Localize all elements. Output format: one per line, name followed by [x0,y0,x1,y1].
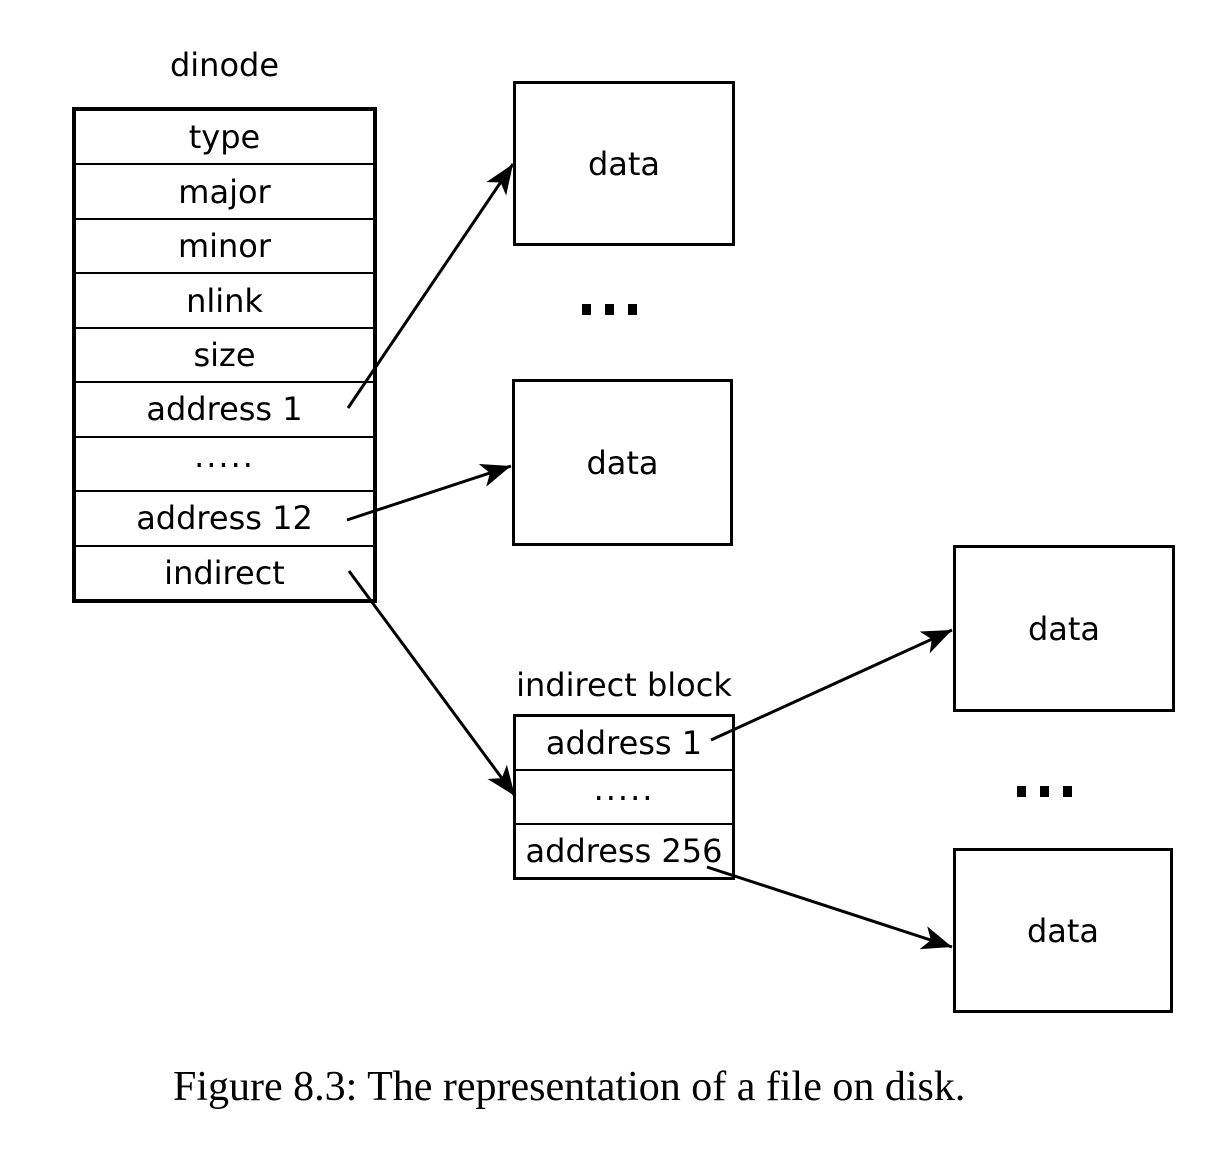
dinode-row-address-12: address 12 [76,490,373,544]
ellipsis-icon [1017,786,1072,797]
indirect-row-address-256: address 256 [516,823,732,877]
indirect-block-table: address 1 ..... address 256 [513,714,735,880]
dinode-row-dots: ..... [76,435,373,490]
data-block-2: data [512,379,733,546]
data-block-3: data [953,545,1175,712]
data-block-1-label: data [587,144,661,183]
data-block-2-label: data [586,443,659,482]
figure-caption: Figure 8.3: The representation of a file… [173,1064,966,1110]
arrow-iblock-address1-to-data [710,628,953,742]
dinode-row-major: major [76,163,373,217]
dinode-row-nlink: nlink [76,272,373,326]
dinode-row-minor: minor [76,217,373,272]
data-block-4-label: data [1026,911,1100,950]
indirect-row-address-1: address 1 [545,724,703,762]
indirect-row-dots: ..... [516,769,732,823]
arrow-iblock-address256-to-data [706,865,953,950]
dinode-row-size: size [76,326,373,381]
dinode-row-address-1: address 1 [76,381,373,435]
dinode-row-indirect: indirect [76,544,373,599]
data-block-4: data [953,848,1173,1013]
ellipsis-icon [582,304,637,315]
arrow-indirect-to-indirect-block [347,570,517,797]
dinode-row-type: type [188,118,261,157]
indirect-block-title: indirect block [516,666,732,704]
dinode-table: type major minor nlink size address 1 ..… [72,107,377,603]
data-block-3-label: data [1027,609,1101,648]
dinode-title: dinode [169,46,280,84]
data-block-1: data [513,81,735,246]
